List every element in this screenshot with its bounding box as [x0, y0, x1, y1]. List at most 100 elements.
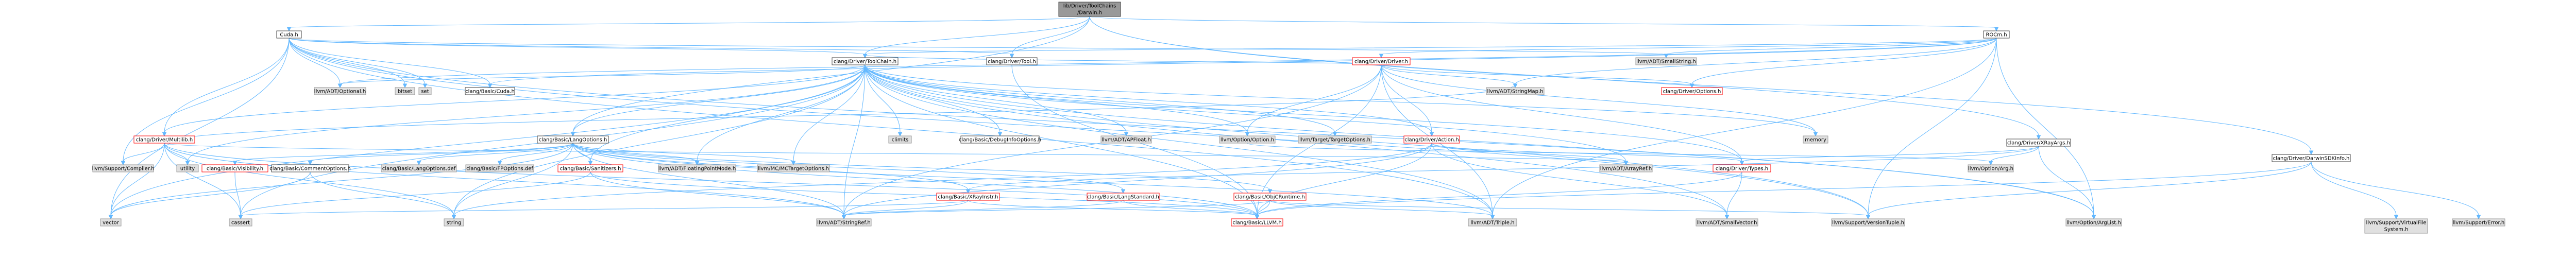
node-label: clang/Basic/DebugInfoOptions.h: [959, 137, 1041, 143]
node-darwin[interactable]: lib/Driver/ToolChains/Darwin.h: [1058, 2, 1121, 17]
node-action[interactable]: clang/Driver/Action.h: [1403, 135, 1460, 144]
node-label: llvm/Support/VirtualFile: [2366, 220, 2427, 226]
node-optarg: llvm/Option/Arg.h: [1968, 164, 2014, 172]
edge-sanitizers-to-stringref: [590, 171, 846, 220]
node-tool[interactable]: clang/Driver/Tool.h: [986, 57, 1038, 65]
edge-langoptions-to-llvmh: [572, 143, 1260, 220]
node-toolchain[interactable]: clang/Driver/ToolChain.h: [832, 57, 899, 65]
node-label: clang/Basic/XRayInstr.h: [938, 195, 998, 200]
edge-toolchain-to-multilib: [162, 64, 866, 137]
node-set: set: [418, 87, 432, 95]
edge-option-to-optarg: [1247, 143, 1993, 166]
edge-rocm-to-versiontuple: [1866, 38, 1997, 220]
node-label: clang/Driver/ToolChain.h: [834, 59, 896, 65]
node-label: clang/Basic/Visibility.h: [207, 166, 263, 172]
node-label: clang/Driver/Options.h: [1663, 89, 1721, 95]
node-smallvector: llvm/ADT/SmallVector.h: [1696, 218, 1758, 227]
node-label: ROCm.h: [1986, 32, 2007, 38]
node-label: llvm/ADT/Optional.h: [314, 89, 366, 95]
node-debuginfo[interactable]: clang/Basic/DebugInfoOptions.h: [959, 135, 1041, 144]
edge-langoptions-to-langstd: [572, 143, 1126, 194]
edge-langoptions-to-string: [451, 143, 573, 220]
node-label: llvm/ADT/SmallVector.h: [1697, 220, 1757, 226]
node-cassert: cassert: [229, 218, 252, 227]
node-label: llvm/Option/ArgList.h: [2066, 220, 2121, 226]
node-basiccuda[interactable]: clang/Basic/Cuda.h: [465, 87, 515, 95]
node-visibility[interactable]: clang/Basic/Visibility.h: [201, 164, 268, 172]
edge-toolchain-to-optional: [337, 64, 866, 89]
edge-action-to-arrayref: [1431, 143, 1629, 166]
edge-commentopts-to-vector: [108, 171, 311, 220]
edge-xrayinstr-to-cassert: [238, 200, 969, 220]
node-label: bitset: [398, 89, 412, 95]
edge-toolchain-to-stringref: [841, 64, 866, 220]
edge-toolchain-to-debuginfo: [865, 64, 1003, 137]
edge-driver-to-stringmap: [1381, 64, 1518, 89]
node-label: llvm/MC/MCTargetOptions.h: [758, 166, 829, 172]
node-optional: llvm/ADT/Optional.h: [314, 87, 366, 95]
node-drivertypes[interactable]: clang/Driver/Types.h: [1713, 164, 1771, 172]
edge-cuda-to-smallstring: [289, 38, 1669, 59]
edge-cuda-to-vector: [108, 38, 290, 220]
edge-darwinsdk-to-vfs: [2311, 161, 2399, 220]
edge-darwin-to-xrayargs: [1089, 16, 2041, 140]
node-rocm[interactable]: ROCm.h: [1983, 30, 2010, 39]
node-label: memory: [1805, 137, 1826, 143]
node-label: set: [421, 89, 429, 95]
node-langdef: clang/Basic/LangOptions.def: [381, 164, 457, 172]
edge-darwinsdk-to-llvmh: [1255, 161, 2312, 220]
edge-toolchain-to-apfloat: [865, 64, 1129, 137]
edge-xrayinstr-to-stringref: [841, 200, 969, 220]
edge-darwin-to-cuda: [286, 16, 1090, 32]
node-objcruntime[interactable]: clang/Basic/ObjCRuntime.h: [1233, 193, 1307, 201]
node-arglist: llvm/Option/ArgList.h: [2065, 218, 2122, 227]
node-label: clang/Basic/Sanitizers.h: [560, 166, 621, 172]
edge-cuda-to-compiler: [121, 38, 290, 166]
node-multilib[interactable]: clang/Driver/Multilib.h: [133, 135, 195, 144]
edge-xrayargs-to-optarg: [1988, 146, 2039, 166]
node-option: llvm/Option/Option.h: [1219, 135, 1276, 144]
edge-toolchain-to-targetopts: [865, 64, 1337, 137]
node-label: clang/Basic/LLVM.h: [1232, 220, 1281, 226]
node-label: clang/Basic/ObjCRuntime.h: [1235, 195, 1305, 200]
edge-darwinsdk-to-versiontuple: [1866, 161, 2312, 220]
node-llvmh[interactable]: clang/Basic/LLVM.h: [1231, 218, 1283, 227]
node-label: lib/Driver/ToolChains: [1063, 4, 1116, 9]
node-label: llvm/Support/VersionTuple.h: [1832, 220, 1904, 226]
node-targetopts: llvm/Target/TargetOptions.h: [1298, 135, 1372, 144]
node-label: llvm/ADT/APFloat.h: [1101, 137, 1151, 143]
edge-multilib-to-stringmap: [164, 83, 1518, 144]
edge-cuda-to-toolchain: [289, 38, 868, 59]
node-label: llvm/ADT/StringMap.h: [1487, 89, 1543, 95]
edge-langstd-to-stringref: [841, 200, 1124, 220]
edge-langoptions-to-visibility: [232, 143, 573, 166]
edge-layer: [108, 16, 2481, 220]
node-arrayref: llvm/ADT/ArrayRef.h: [1599, 164, 1653, 172]
node-label: llvm/ADT/SmallString.h: [1636, 59, 1696, 65]
edge-objcruntime-to-stringref: [841, 200, 1270, 220]
node-commentopts[interactable]: clang/Basic/CommentOptions.h: [269, 164, 351, 172]
node-cuda[interactable]: Cuda.h: [276, 30, 302, 39]
node-darwinsdk[interactable]: clang/Driver/DarwinSDKInfo.h: [2272, 154, 2351, 162]
node-xrayinstr[interactable]: clang/Basic/XRayInstr.h: [936, 193, 1000, 201]
node-label: llvm/ADT/FloatingPointMode.h: [658, 166, 736, 172]
node-label: llvm/Target/TargetOptions.h: [1299, 137, 1370, 143]
node-xrayargs[interactable]: clang/Driver/XRayArgs.h: [2006, 138, 2071, 147]
edge-toolchain-to-climits: [865, 64, 903, 137]
node-label: clang/Driver/Tool.h: [988, 59, 1036, 65]
edge-cuda-to-triple: [289, 38, 1495, 220]
edge-langoptions-to-sanitizers: [572, 143, 593, 166]
node-label: clang/Driver/Types.h: [1716, 166, 1768, 172]
edge-xrayargs-to-arglist: [2038, 146, 2096, 220]
node-driver[interactable]: clang/Driver/Driver.h: [1352, 57, 1411, 65]
node-label: string: [447, 220, 462, 226]
node-sanitizers[interactable]: clang/Basic/Sanitizers.h: [557, 164, 623, 172]
node-langoptions[interactable]: clang/Basic/LangOptions.h: [537, 135, 609, 144]
node-mctarget: llvm/MC/MCTargetOptions.h: [757, 164, 830, 172]
node-langstd[interactable]: clang/Basic/LangStandard.h: [1087, 193, 1160, 201]
node-options[interactable]: clang/Driver/Options.h: [1661, 87, 1723, 95]
edge-rocm-to-smallstring: [1664, 38, 1997, 59]
node-label: clang/Driver/Driver.h: [1354, 59, 1408, 65]
